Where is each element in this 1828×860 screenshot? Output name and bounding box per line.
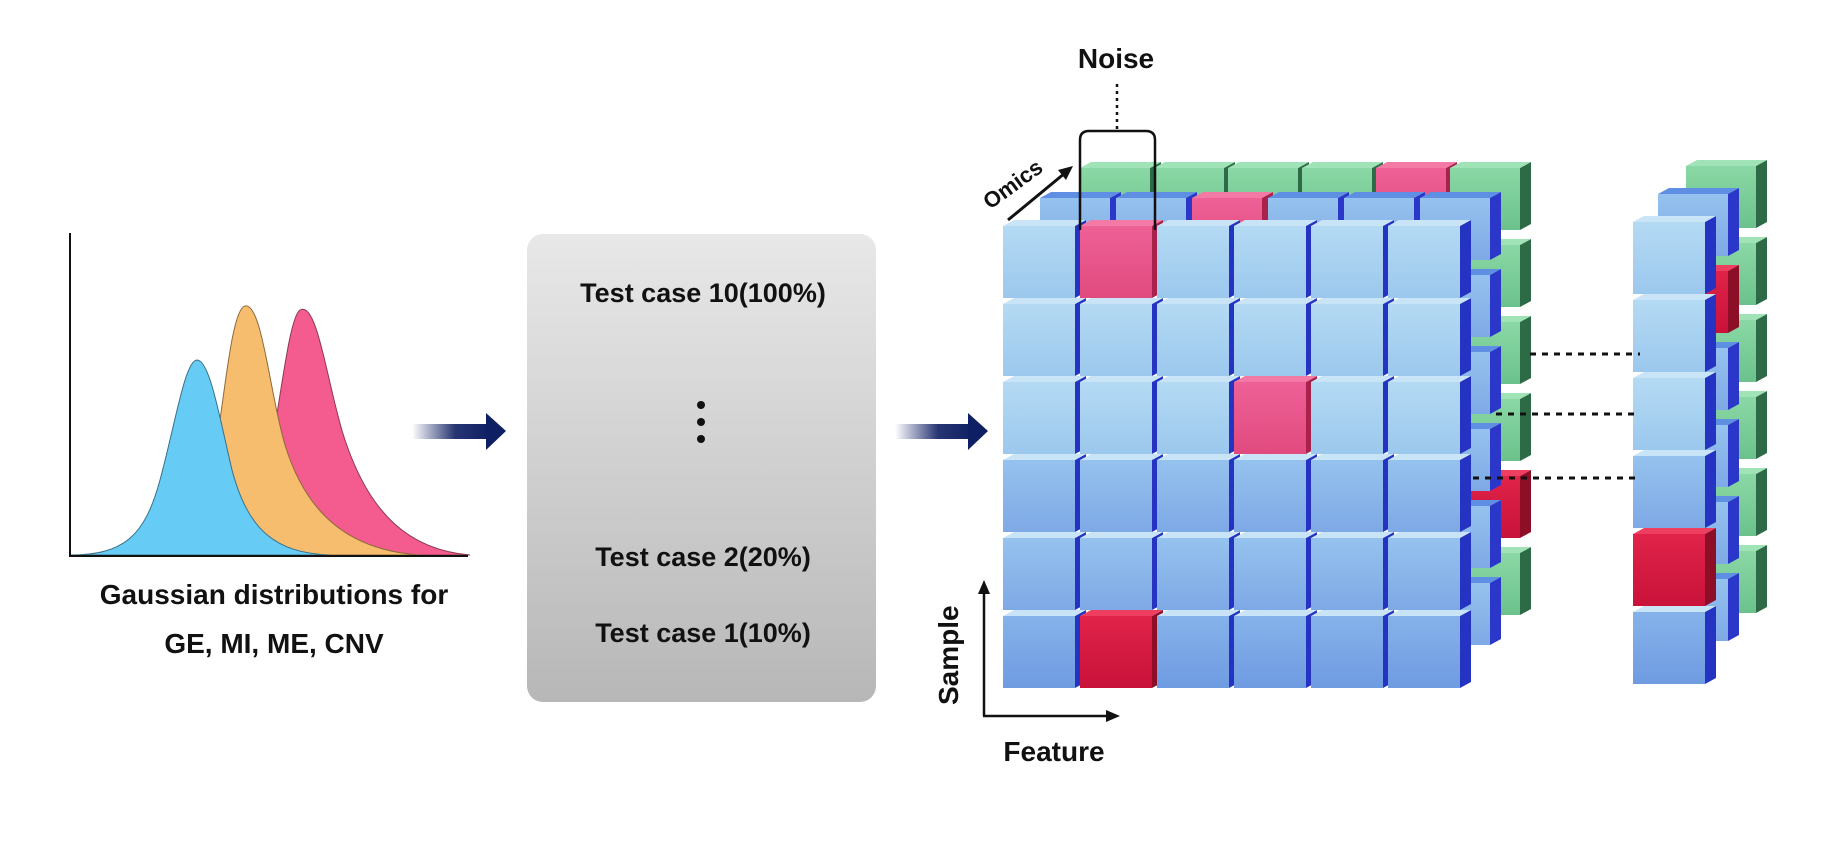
vertical-ellipsis xyxy=(697,401,705,443)
front-layer-cube xyxy=(1311,610,1394,688)
slice-front-cube xyxy=(1633,606,1716,684)
sample-label: Sample xyxy=(933,605,964,705)
front-layer-cube xyxy=(1003,376,1086,454)
front-layer-cube xyxy=(1234,454,1317,532)
slice-connectors xyxy=(1473,352,1640,480)
omics-axis-arrow xyxy=(1007,166,1073,222)
front-layer-cube xyxy=(1234,532,1317,610)
slice-front-cube xyxy=(1633,372,1716,450)
front-layer-cube xyxy=(1157,610,1240,688)
front-layer-cube xyxy=(1157,220,1240,298)
front-layer-cube xyxy=(1311,376,1394,454)
front-layer-cube xyxy=(1234,298,1317,376)
front-layer-cube xyxy=(1080,454,1163,532)
flow-arrow-1 xyxy=(412,413,506,450)
sample-feature-axes xyxy=(978,580,1120,722)
slice-front-cube xyxy=(1633,294,1716,372)
slice-front-cube xyxy=(1633,450,1716,528)
omics-tensor xyxy=(1003,162,1531,688)
front-layer-cube xyxy=(1234,220,1317,298)
front-layer-cube xyxy=(1003,298,1086,376)
front-layer-cube xyxy=(1157,454,1240,532)
test-case-1-label: Test case 1(10%) xyxy=(595,618,811,648)
front-layer-cube xyxy=(1080,532,1163,610)
front-layer-cube xyxy=(1234,610,1317,688)
front-layer-cube xyxy=(1388,532,1471,610)
omics-slice xyxy=(1633,160,1767,684)
front-layer-cube xyxy=(1003,610,1086,688)
test-case-panel xyxy=(527,234,876,702)
front-layer-cube xyxy=(1388,454,1471,532)
slice-front-cube xyxy=(1633,216,1716,294)
front-layer-cube xyxy=(1157,532,1240,610)
test-case-10-label: Test case 10(100%) xyxy=(580,278,826,308)
front-layer-cube xyxy=(1080,220,1163,298)
flow-arrow-2 xyxy=(895,413,988,450)
noise-bracket xyxy=(1078,82,1157,230)
test-case-2-label: Test case 2(20%) xyxy=(595,542,811,572)
front-layer-cube xyxy=(1388,220,1471,298)
front-layer-cube xyxy=(1080,610,1163,688)
front-layer-cube xyxy=(1388,298,1471,376)
front-layer-cube xyxy=(1080,298,1163,376)
gaussian-caption-line1: Gaussian distributions for xyxy=(100,579,449,610)
front-layer-cube xyxy=(1003,454,1086,532)
front-layer-cube xyxy=(1157,298,1240,376)
front-layer-cube xyxy=(1080,376,1163,454)
front-layer-cube xyxy=(1311,298,1394,376)
gaussian-plot xyxy=(69,233,471,557)
front-layer-cube xyxy=(1003,220,1086,298)
feature-label: Feature xyxy=(1003,736,1104,767)
front-layer-cube xyxy=(1388,610,1471,688)
front-layer-cube xyxy=(1003,532,1086,610)
front-layer-cube xyxy=(1311,220,1394,298)
front-layer-cube xyxy=(1234,376,1317,454)
omics-label: Omics xyxy=(978,154,1047,214)
slice-front-cube xyxy=(1633,528,1716,606)
front-layer-cube xyxy=(1388,376,1471,454)
gaussian-caption-line2: GE, MI, ME, CNV xyxy=(164,628,384,659)
front-layer-cube xyxy=(1157,376,1240,454)
front-layer-cube xyxy=(1311,532,1394,610)
noise-label: Noise xyxy=(1078,43,1154,74)
front-layer-cube xyxy=(1311,454,1394,532)
gaussian-curve-blue xyxy=(69,359,331,556)
